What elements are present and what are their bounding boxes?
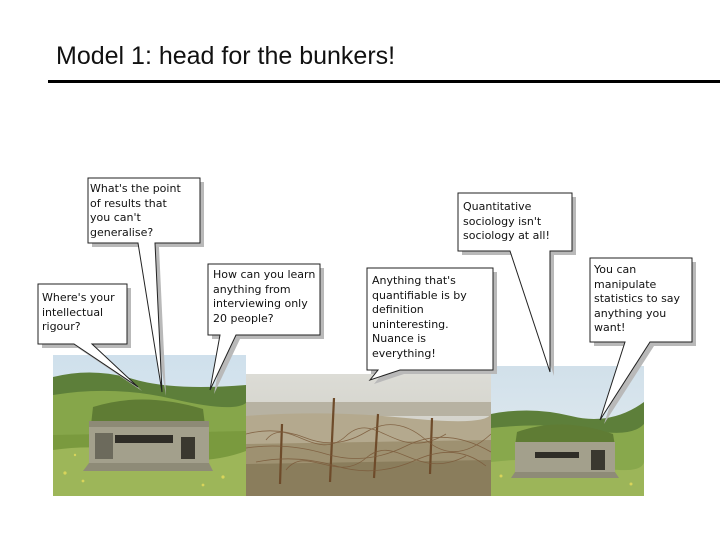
bubble-outlines xyxy=(37,177,693,421)
bubble-manipulate xyxy=(589,257,693,421)
bubble-text-rigour: Where's your intellectual rigour? xyxy=(42,291,115,333)
bubble-text-interviewing: How can you learn anything from intervie… xyxy=(213,268,316,325)
bubble-text-manipulate: You can manipulate statistics to say any… xyxy=(594,263,681,334)
bubble-text-quantitative: Quantitative sociology isn't sociology a… xyxy=(463,200,550,242)
slide-title: Model 1: head for the bunkers! xyxy=(56,42,396,70)
bubble-text-generalise: What's the point of results that you can… xyxy=(90,182,181,239)
barbed-wire-photo xyxy=(246,374,491,496)
bubble-quantitative xyxy=(457,192,573,373)
title-underline xyxy=(48,80,720,83)
bubble-rigour xyxy=(37,283,139,388)
bubble-text-quantifiable: Anything that's quantifiable is by defin… xyxy=(372,274,467,360)
bubble-quantifiable xyxy=(366,267,494,382)
bubble-generalise xyxy=(87,177,201,393)
bubble-interviewing xyxy=(207,263,321,391)
